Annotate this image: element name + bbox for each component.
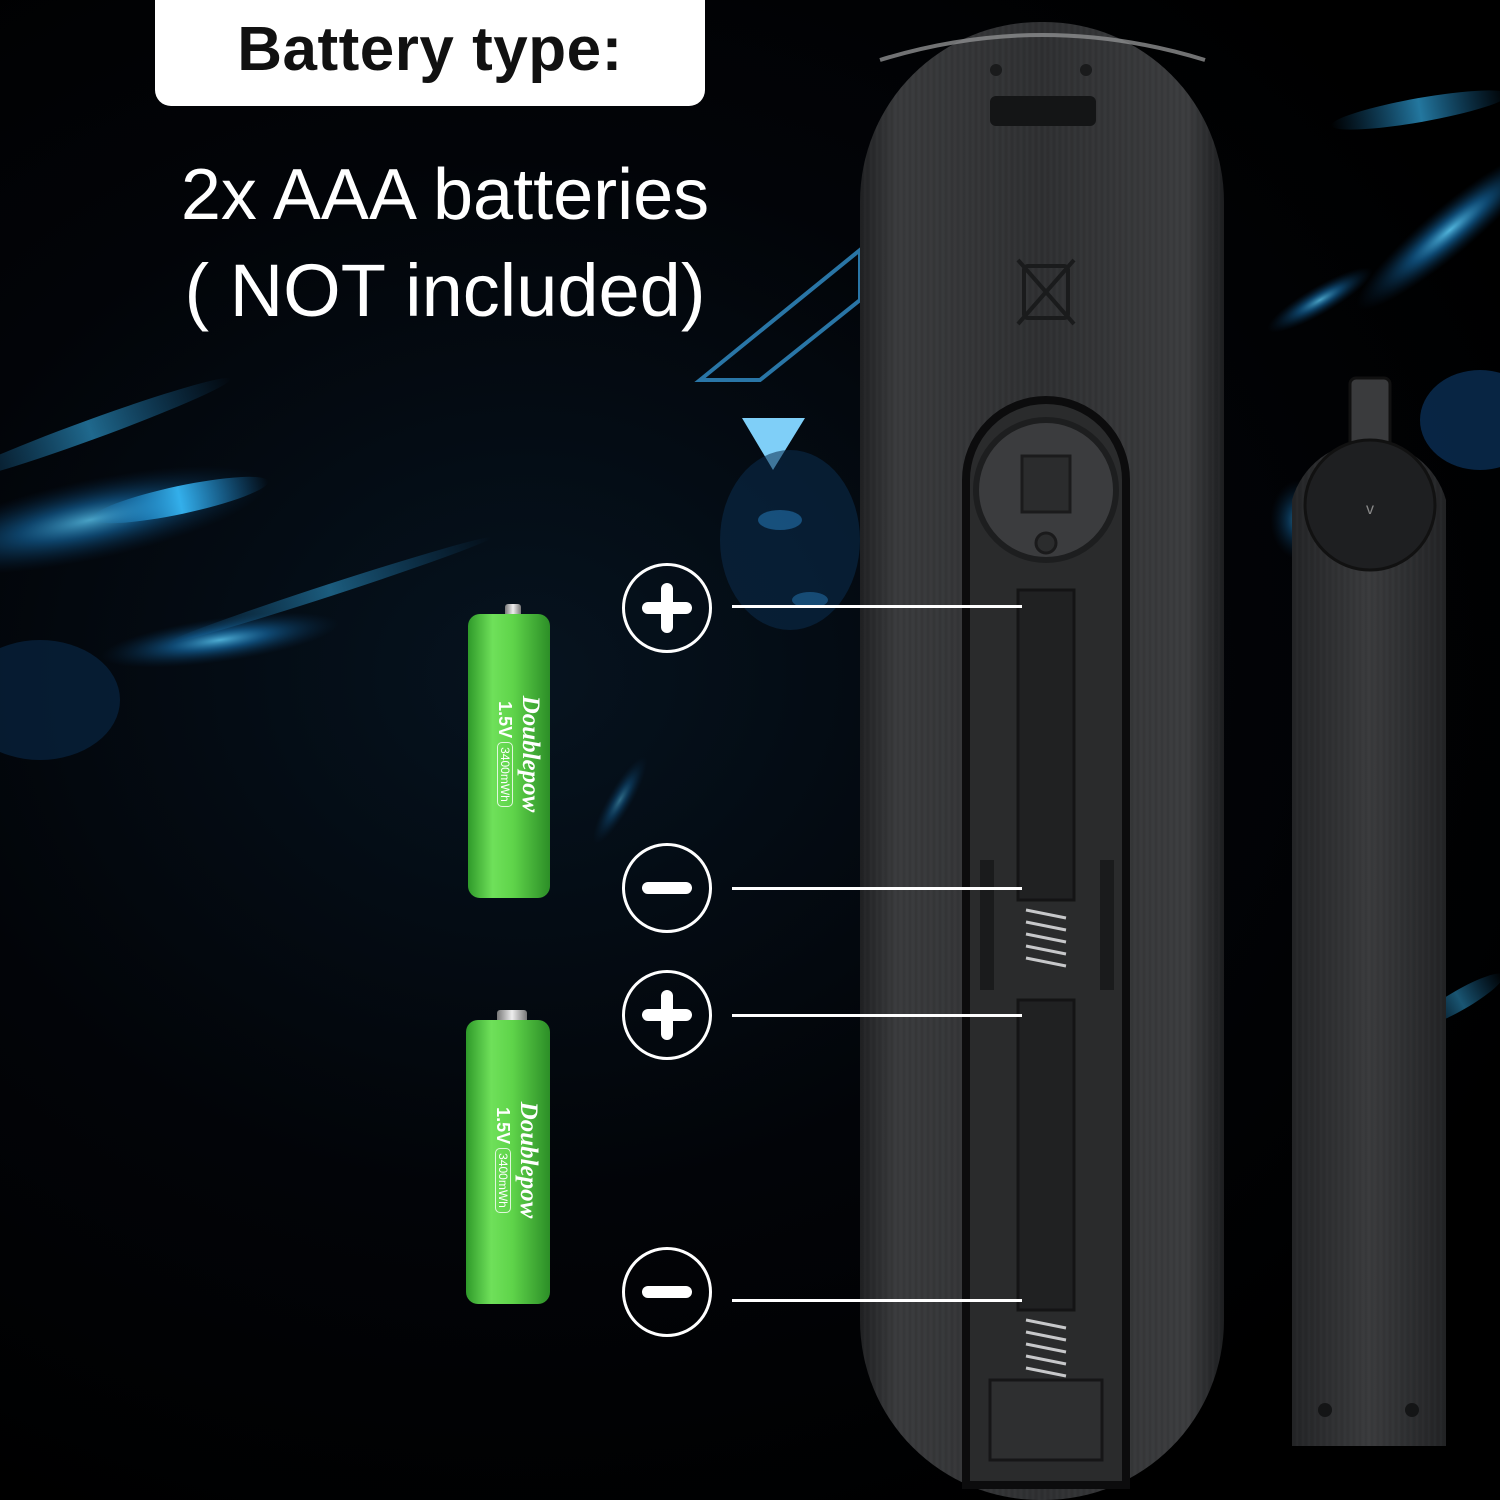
battery-capacity: 3400mWh [495, 1148, 511, 1213]
svg-text:v: v [1366, 501, 1374, 518]
battery-spec: 1.5V 3400mWh [494, 614, 515, 894]
battery-count-text: 2x AAA batteries [180, 155, 710, 235]
not-included-text: ( NOT included) [184, 249, 706, 332]
battery-type-label-box: Battery type: [155, 0, 705, 106]
battery-type-title: Battery type: [237, 14, 623, 84]
minus-icon [622, 1247, 712, 1337]
leader-line-plus-2 [732, 1014, 1022, 1017]
battery-brand: Doublepow [515, 1101, 542, 1219]
plus-icon [622, 970, 712, 1060]
battery-brand: Doublepow [517, 695, 544, 813]
battery-voltage: 1.5V [495, 701, 515, 739]
plus-icon [622, 563, 712, 653]
leader-line-plus-1 [732, 605, 1022, 608]
battery-1-body [468, 604, 550, 898]
battery-voltage: 1.5V [493, 1107, 513, 1145]
recycle-mark-icon [1016, 258, 1076, 326]
minus-icon [622, 843, 712, 933]
battery-1: Doublepow 1.5V 3400mWh [468, 614, 552, 894]
leader-line-minus-2 [732, 1299, 1022, 1302]
battery-2: Doublepow 1.5V 3400mWh [466, 1020, 550, 1300]
leader-line-minus-1 [732, 887, 1022, 890]
battery-spec: 1.5V 3400mWh [492, 1020, 513, 1300]
battery-2-body [466, 1010, 550, 1304]
battery-capacity: 3400mWh [497, 742, 513, 807]
